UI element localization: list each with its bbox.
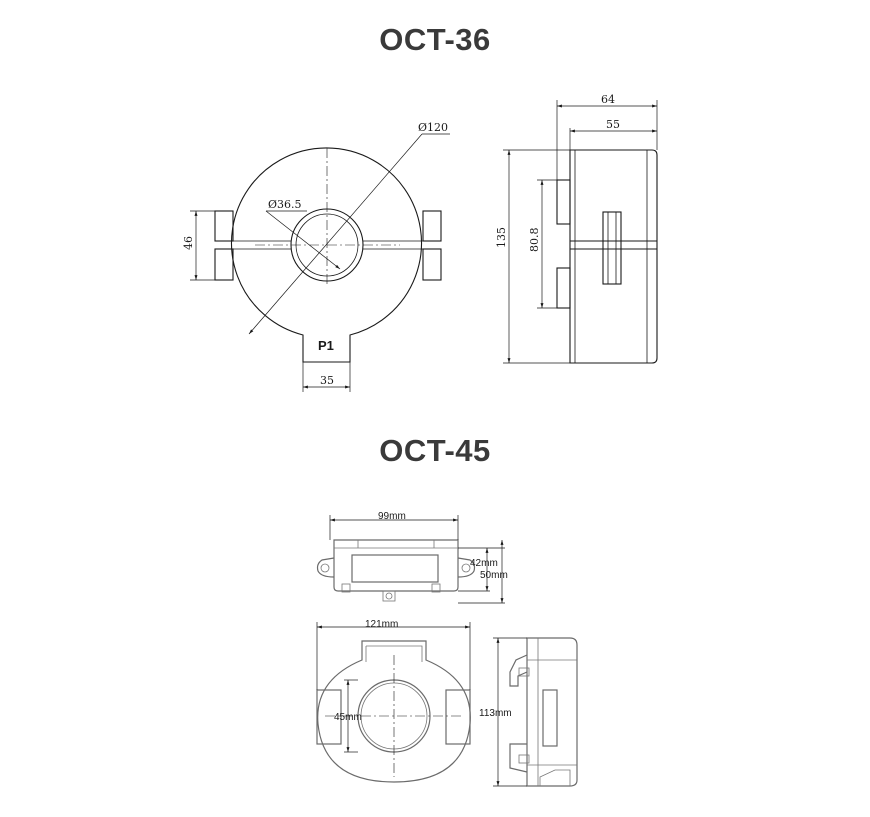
dim-top-h1: 42mm bbox=[470, 558, 498, 569]
dim-side-height: 135 bbox=[495, 227, 508, 248]
oct45-top-view: 99mm 42mm 50mm bbox=[316, 511, 508, 604]
dim-side-mount: 80.8 bbox=[528, 228, 541, 253]
dim-outer-diameter: Ø120 bbox=[418, 121, 448, 134]
dim-tab-height: 46 bbox=[182, 236, 195, 250]
oct45-front-view: 121mm 45mm bbox=[316, 619, 471, 783]
dim-top-width: 99mm bbox=[378, 511, 406, 522]
oct36-front-view: Ø120 Ø36.5 46 P1 35 bbox=[182, 121, 450, 392]
dim-top-h2: 50mm bbox=[480, 570, 508, 581]
oct36-title: OCT-36 bbox=[379, 22, 491, 57]
dim-bottom-width: 35 bbox=[320, 374, 334, 387]
dim-side-total: 64 bbox=[601, 93, 615, 106]
oct36-side-view: 64 55 135 80.8 bbox=[495, 93, 658, 364]
dim-side-height-45: 113mm bbox=[479, 708, 512, 719]
dim-front-width: 121mm bbox=[365, 619, 398, 630]
label-p1: P1 bbox=[318, 338, 334, 353]
oct45-side-view: 113mm bbox=[479, 637, 578, 787]
dim-side-body: 55 bbox=[606, 118, 620, 131]
dim-front-hole: 45mm bbox=[334, 712, 362, 723]
dim-inner-diameter: Ø36.5 bbox=[268, 198, 302, 211]
oct45-title: OCT-45 bbox=[379, 433, 491, 468]
